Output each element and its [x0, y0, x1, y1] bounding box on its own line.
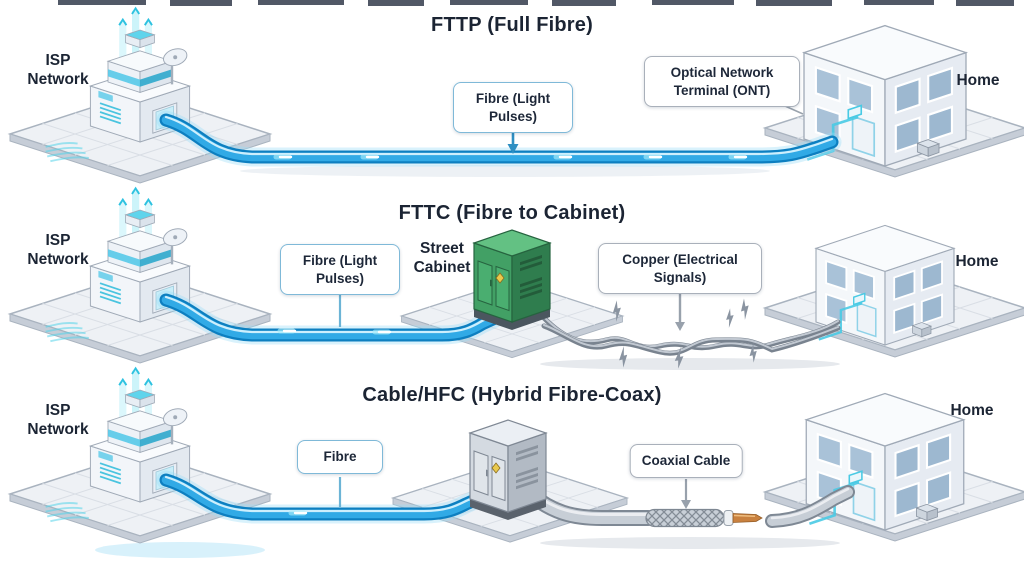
section-title-hfc: Cable/HFC (Hybrid Fibre-Coax)	[362, 384, 662, 406]
copper-conductor-tip	[732, 513, 763, 523]
top-edge-artifact	[58, 0, 1014, 6]
section-title-fttc: FTTC (Fibre to Cabinet)	[398, 202, 626, 224]
isp-network-label: ISP Network	[27, 232, 89, 268]
callout-copper: Copper (Electrical Signals)	[598, 243, 762, 295]
callout-fibre-light-pulses: Fibre (Light Pulses)	[453, 82, 573, 134]
street-cabinet-label: Street Cabinet	[413, 240, 471, 276]
home-label: Home	[956, 72, 1000, 89]
home-label: Home	[950, 402, 994, 419]
callout-coaxial-cable: Coaxial Cable	[629, 444, 743, 478]
section-title-fttp: FTTP (Full Fibre)	[431, 14, 593, 36]
home-label: Home	[955, 253, 999, 270]
street-cabinet-green	[473, 229, 551, 331]
callout-ont: Optical Network Terminal (ONT)	[644, 56, 800, 108]
isp-network-label: ISP Network	[27, 402, 89, 438]
callout-fibre: Fibre	[297, 440, 383, 474]
callout-fibre-light-pulses: Fibre (Light Pulses)	[280, 244, 400, 296]
hfc-node-cabinet	[469, 419, 547, 521]
isp-network-label: ISP Network	[27, 52, 89, 88]
coax-cutaway	[645, 508, 763, 528]
